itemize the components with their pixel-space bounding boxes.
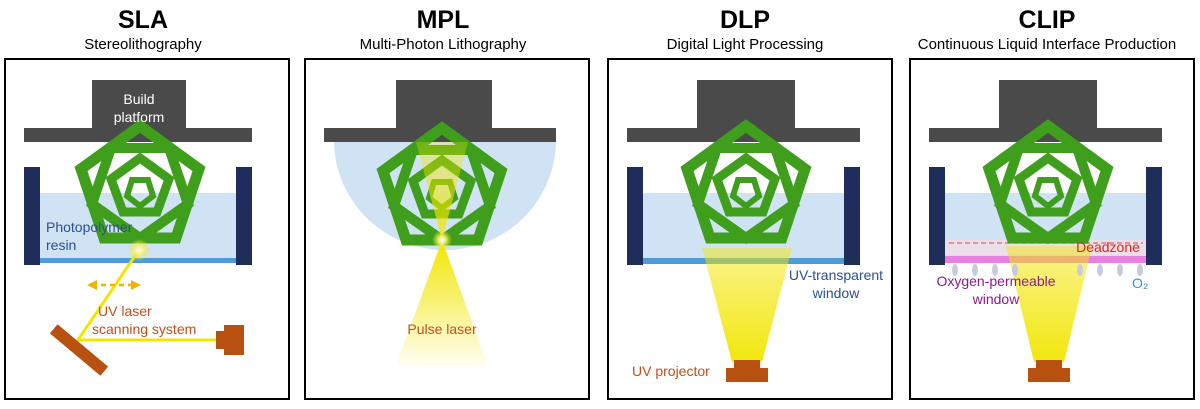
deadzone-label: Deadzone bbox=[1076, 239, 1140, 255]
dlp-diagram: UV-transparent window UV projector bbox=[627, 80, 883, 382]
build-platform-top bbox=[396, 80, 492, 130]
oxygen-window-label-2: window bbox=[972, 291, 1021, 307]
panel-title: CLIP bbox=[1018, 6, 1076, 34]
oxygen-window-label: Oxygen-permeable bbox=[936, 273, 1055, 289]
build-platform-bar bbox=[929, 128, 1162, 142]
build-platform-bar bbox=[627, 128, 860, 142]
projector-icon bbox=[726, 360, 768, 382]
projection-beam bbox=[1006, 246, 1092, 362]
panel-frame-sla bbox=[4, 58, 290, 400]
panel-frame-dlp bbox=[607, 58, 893, 400]
panel-header-mpl: MPL Multi-Photon Lithography bbox=[298, 0, 588, 55]
laser-label: Pulse laser bbox=[407, 321, 477, 337]
laser-label: UV laser bbox=[98, 303, 152, 319]
window-label-2: window bbox=[812, 285, 861, 301]
vat-wall-right bbox=[844, 167, 860, 265]
build-platform-label: Build bbox=[123, 91, 154, 107]
clip-diagram: Deadzone Oxygen-permeable window O₂ bbox=[929, 80, 1162, 382]
vat-wall-left bbox=[627, 167, 643, 265]
vat-wall-right bbox=[236, 167, 252, 265]
o2-label: O₂ bbox=[1132, 275, 1148, 291]
mirror-icon bbox=[49, 324, 109, 376]
projection-beam bbox=[702, 248, 792, 362]
vat-wall-left bbox=[24, 167, 40, 265]
focal-point bbox=[432, 230, 452, 250]
panel-subtitle: Stereolithography bbox=[84, 36, 202, 53]
panel-header-sla: SLA Stereolithography bbox=[0, 0, 288, 55]
laser-label-2: scanning system bbox=[92, 321, 196, 337]
resin-label-2: resin bbox=[46, 237, 76, 253]
resin-label: Photopolymer bbox=[46, 219, 133, 235]
build-platform-bar bbox=[24, 128, 252, 142]
projector-label: UV projector bbox=[632, 363, 710, 379]
panel-title: SLA bbox=[118, 6, 168, 34]
mpl-diagram: Pulse laser bbox=[324, 80, 556, 366]
focal-point bbox=[128, 239, 150, 261]
build-platform-label-2: platform bbox=[114, 109, 165, 125]
panel-header-clip: CLIP Continuous Liquid Interface Product… bbox=[902, 0, 1192, 55]
oxygen-bubbles bbox=[952, 264, 1143, 276]
sla-diagram: Build platform Photopolymer resin UV las… bbox=[24, 80, 252, 376]
window-label: UV-transparent bbox=[789, 267, 883, 283]
panel-frame-mpl bbox=[304, 58, 590, 400]
laser-cone-upper bbox=[416, 142, 468, 240]
vat-wall-left bbox=[929, 167, 945, 265]
laser-cone-lower bbox=[396, 240, 488, 366]
panel-subtitle: Multi-Photon Lithography bbox=[359, 36, 527, 53]
panel-title: MPL bbox=[416, 6, 470, 34]
vat-wall-right bbox=[1146, 167, 1162, 265]
laser-source-icon bbox=[216, 325, 244, 355]
panel-subtitle: Continuous Liquid Interface Production bbox=[917, 36, 1177, 53]
projector-icon bbox=[1028, 360, 1070, 382]
panel-title: DLP bbox=[720, 6, 770, 34]
panel-frame-clip bbox=[909, 58, 1195, 400]
panel-subtitle: Digital Light Processing bbox=[666, 36, 824, 53]
panel-header-dlp: DLP Digital Light Processing bbox=[600, 0, 890, 55]
